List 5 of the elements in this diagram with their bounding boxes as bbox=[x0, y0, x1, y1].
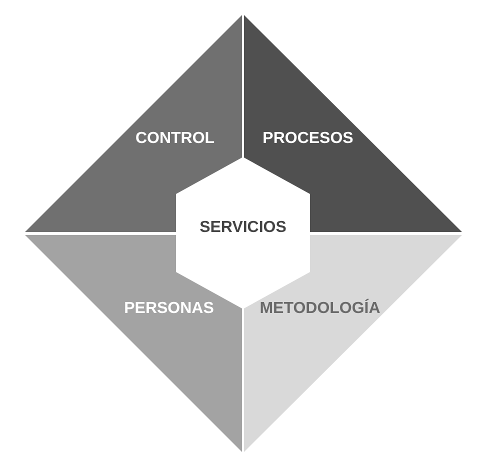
segment-label: PERSONAS bbox=[124, 299, 214, 319]
segment-label: CONTROL bbox=[135, 129, 215, 149]
segment-label: METODOLOGÍA bbox=[260, 299, 380, 319]
center-label: SERVICIOS bbox=[200, 218, 286, 238]
segment-label: PROCESOS bbox=[262, 129, 354, 149]
